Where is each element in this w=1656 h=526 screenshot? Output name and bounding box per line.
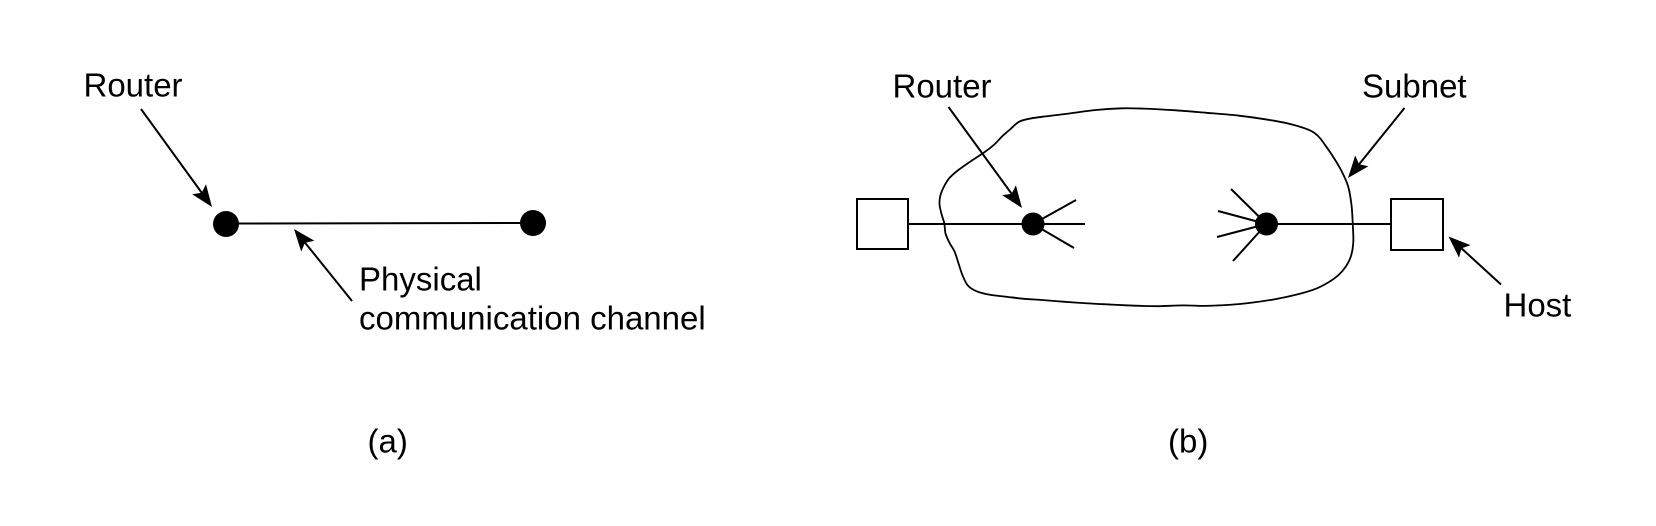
svg-text:(a): (a) — [368, 423, 408, 460]
svg-text:Host: Host — [1504, 287, 1572, 324]
svg-text:Subnet: Subnet — [1362, 68, 1467, 105]
svg-text:Physical: Physical — [359, 261, 482, 298]
svg-text:Router: Router — [84, 67, 183, 104]
svg-text:(b): (b) — [1168, 423, 1208, 460]
svg-text:Router: Router — [893, 68, 992, 105]
svg-text:communication channel: communication channel — [359, 300, 706, 337]
